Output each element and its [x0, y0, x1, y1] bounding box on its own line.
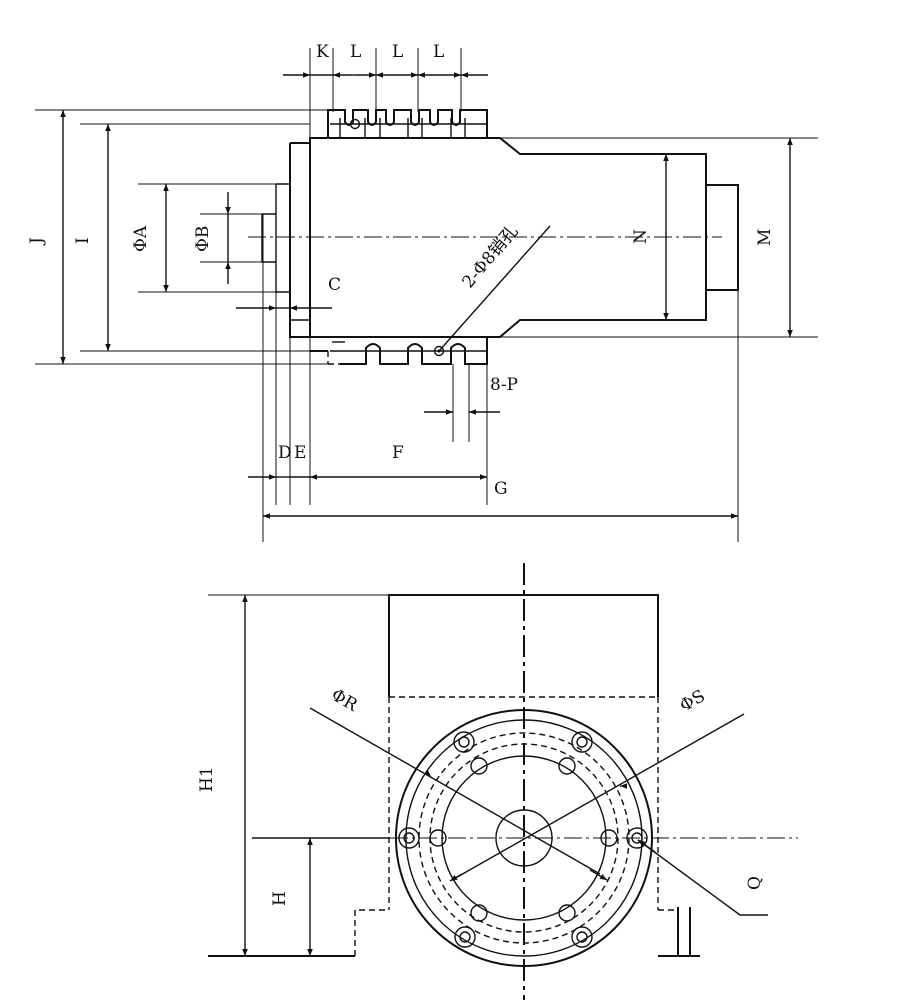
dim-e: E	[294, 443, 306, 463]
holes-leader	[438, 225, 551, 352]
dim-l-3: L	[433, 42, 444, 62]
dim-l-2: L	[392, 42, 403, 62]
dim-s-line	[451, 713, 745, 881]
dim-h: H	[270, 891, 290, 906]
dim-g: G	[494, 479, 508, 499]
dim-b: ΦB	[193, 226, 213, 252]
front-view: ΦR ΦS Q H1 H	[197, 563, 798, 1000]
dim-p: 8-P	[490, 375, 518, 395]
upper-block	[388, 594, 659, 697]
dim-f: F	[392, 443, 404, 463]
dim-q: Q	[745, 876, 765, 890]
top-slot-strip	[327, 109, 488, 138]
flange-circles	[395, 709, 653, 967]
dim-p-lines	[424, 364, 500, 442]
dim-d: D	[278, 443, 292, 463]
dim-j: J	[27, 237, 47, 246]
inner-bolt-holes	[429, 757, 618, 922]
dim-a: ΦA	[131, 225, 151, 252]
bottom-slot-strip	[310, 337, 488, 365]
dim-h1: H1	[197, 766, 217, 792]
outer-bolt-holes	[398, 731, 648, 948]
dim-i: I	[73, 237, 93, 244]
side-view: 2-Φ8销孔 K L L L J I ΦA ΦB	[27, 42, 818, 542]
dim-q-line	[637, 839, 768, 916]
dim-r: ΦR	[328, 685, 362, 716]
dim-s: ΦS	[677, 686, 709, 716]
holes-label: 2-Φ8销孔	[459, 222, 523, 293]
dim-k: K	[316, 42, 329, 62]
extension-lines	[35, 48, 818, 542]
dim-m: M	[755, 229, 775, 246]
dim-c: C	[328, 275, 341, 295]
dim-n: N	[631, 229, 651, 244]
dim-l-1: L	[350, 42, 361, 62]
dim-r-line	[309, 707, 601, 875]
